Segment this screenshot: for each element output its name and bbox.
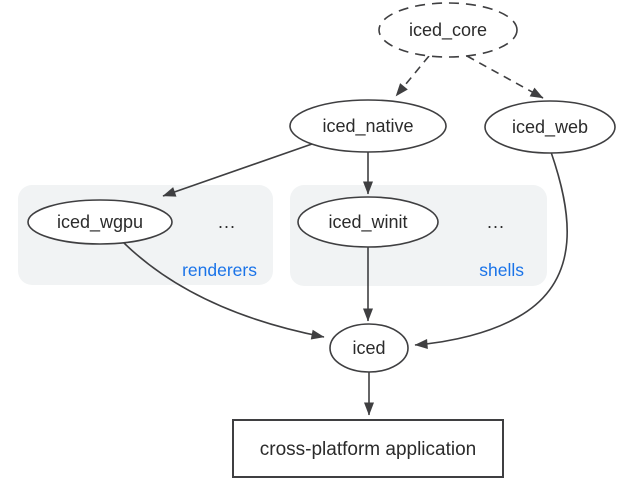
edge-iced_web-to-iced xyxy=(414,151,568,349)
node-iced_core-shape xyxy=(378,2,518,58)
group-shells-ellipsis: ... xyxy=(487,212,505,232)
node-iced_web-shape xyxy=(484,100,616,154)
node-iced_winit-label: iced_winit xyxy=(328,212,407,233)
edge-iced_wgpu-to-iced xyxy=(122,241,325,340)
node-iced_core-label: iced_core xyxy=(409,20,487,41)
node-iced: iced xyxy=(329,323,409,373)
node-application: cross-platform application xyxy=(232,419,504,478)
node-iced_web-label: iced_web xyxy=(512,117,588,138)
node-application-shape xyxy=(232,419,504,478)
node-iced_web: iced_web xyxy=(484,100,616,154)
group-shells-label: shells xyxy=(479,260,524,280)
node-iced_native-shape xyxy=(289,99,447,153)
node-iced_wgpu: iced_wgpu xyxy=(27,199,173,245)
node-iced-label: iced xyxy=(352,338,385,358)
node-iced_core: iced_core xyxy=(378,2,518,58)
node-iced-shape xyxy=(329,323,409,373)
group-renderers-ellipsis: ... xyxy=(218,212,236,232)
node-iced_winit: iced_winit xyxy=(297,196,439,248)
node-iced_winit-shape xyxy=(297,196,439,248)
edge-iced_native-to-iced_wgpu xyxy=(162,143,313,197)
edge-iced_core-to-iced_native xyxy=(395,55,430,97)
edge-iced_core-to-iced_web xyxy=(466,55,544,99)
group-renderers-label: renderers xyxy=(182,260,257,280)
node-iced_wgpu-label: iced_wgpu xyxy=(57,212,143,233)
node-iced_native-label: iced_native xyxy=(322,116,413,137)
node-iced_wgpu-shape xyxy=(27,199,173,245)
node-iced_native: iced_native xyxy=(289,99,447,153)
node-application-label: cross-platform application xyxy=(260,439,476,460)
